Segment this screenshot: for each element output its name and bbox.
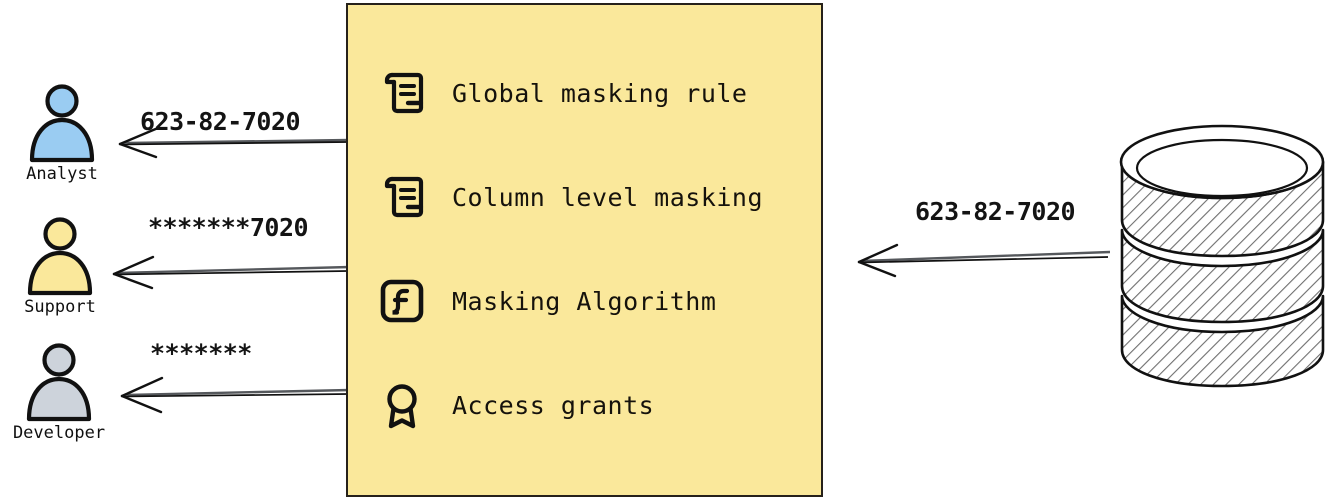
policy-label: Access grants <box>452 390 655 420</box>
policy-item-masking-algorithm[interactable]: Masking Algorithm <box>378 249 821 353</box>
database-cylinder-icon <box>1119 124 1325 388</box>
scroll-icon <box>384 72 424 114</box>
arrow-left-icon <box>120 376 351 414</box>
arrow-label-support: *******7020 <box>148 213 309 242</box>
policy-label: Masking Algorithm <box>452 286 717 316</box>
policy-item-access-grants[interactable]: Access grants <box>378 353 821 457</box>
user-node-analyst[interactable]: Analyst <box>2 82 122 184</box>
policy-label: Global masking rule <box>452 78 748 108</box>
user-label-developer: Developer <box>12 423 106 443</box>
arrow-analyst <box>100 112 351 162</box>
arrow-database <box>845 232 1111 282</box>
arrow-left-icon <box>112 255 351 290</box>
user-icon <box>29 84 95 163</box>
award-ribbon-icon <box>387 384 417 429</box>
arrow-developer <box>110 368 351 418</box>
function-box-icon <box>380 279 424 323</box>
arrow-left-icon <box>118 126 351 159</box>
arrow-label-database: 623-82-7020 <box>915 197 1076 226</box>
policy-list: Global masking rule Column level masking <box>348 5 821 495</box>
user-node-support[interactable]: Support <box>0 215 120 317</box>
user-icon <box>27 217 93 296</box>
user-label-support: Support <box>24 297 96 317</box>
arrow-support <box>90 243 351 293</box>
policy-item-global-masking-rule[interactable]: Global masking rule <box>378 41 821 145</box>
policy-label: Column level masking <box>452 182 764 212</box>
policy-item-column-level-masking[interactable]: Column level masking <box>378 145 821 249</box>
policy-panel: Global masking rule Column level masking <box>346 3 823 497</box>
user-label-analyst: Analyst <box>26 164 98 184</box>
arrow-label-developer: ******* <box>150 339 252 368</box>
user-node-developer[interactable]: Developer <box>0 341 119 443</box>
user-icon <box>26 343 92 422</box>
arrow-label-analyst: 623-82-7020 <box>140 107 301 136</box>
arrow-left-icon <box>857 243 1111 278</box>
database-node[interactable] <box>1110 118 1335 398</box>
scroll-icon <box>384 176 424 218</box>
